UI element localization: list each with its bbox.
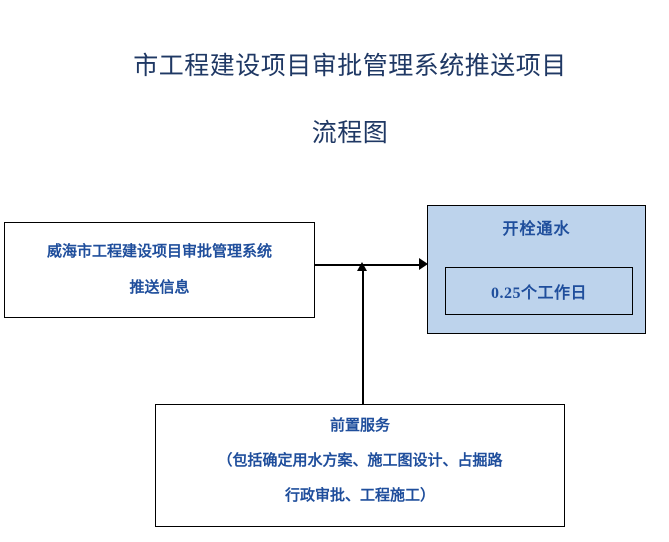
page-title-line-2: 流程图 <box>311 120 389 147</box>
pre-service-box[interactable]: 前置服务 （包括确定用水方案、施工图设计、占掘路 行政审批、工程施工） <box>155 404 565 527</box>
source-system-box-line-1: 威海市工程建设项目审批管理系统 <box>46 244 272 260</box>
arrow-up-icon <box>357 262 367 271</box>
connector-preservice-to-flow-line <box>362 270 364 404</box>
pre-service-box-line-3: 行政审批、工程施工） <box>284 488 435 504</box>
source-system-box-line-2: 推送信息 <box>129 280 190 296</box>
process-box-open-valve-water[interactable]: 开栓通水 0.25个工作日 <box>427 205 646 334</box>
pre-service-box-line-2: （包括确定用水方案、施工图设计、占掘路 <box>217 453 503 469</box>
arrow-right-icon <box>419 258 428 270</box>
page-title: 市工程建设项目审批管理系统推送项目 流程图 <box>60 44 640 156</box>
page-title-line-1: 市工程建设项目审批管理系统推送项目 <box>133 53 567 80</box>
source-system-box[interactable]: 威海市工程建设项目审批管理系统 推送信息 <box>4 222 315 318</box>
process-duration-box: 0.25个工作日 <box>445 267 633 315</box>
process-box-heading: 开栓通水 <box>502 221 571 238</box>
connector-source-to-process-line <box>315 264 421 266</box>
pre-service-box-line-1: 前置服务 <box>329 418 390 434</box>
process-duration-value: 0.25个工作日 <box>490 285 587 302</box>
